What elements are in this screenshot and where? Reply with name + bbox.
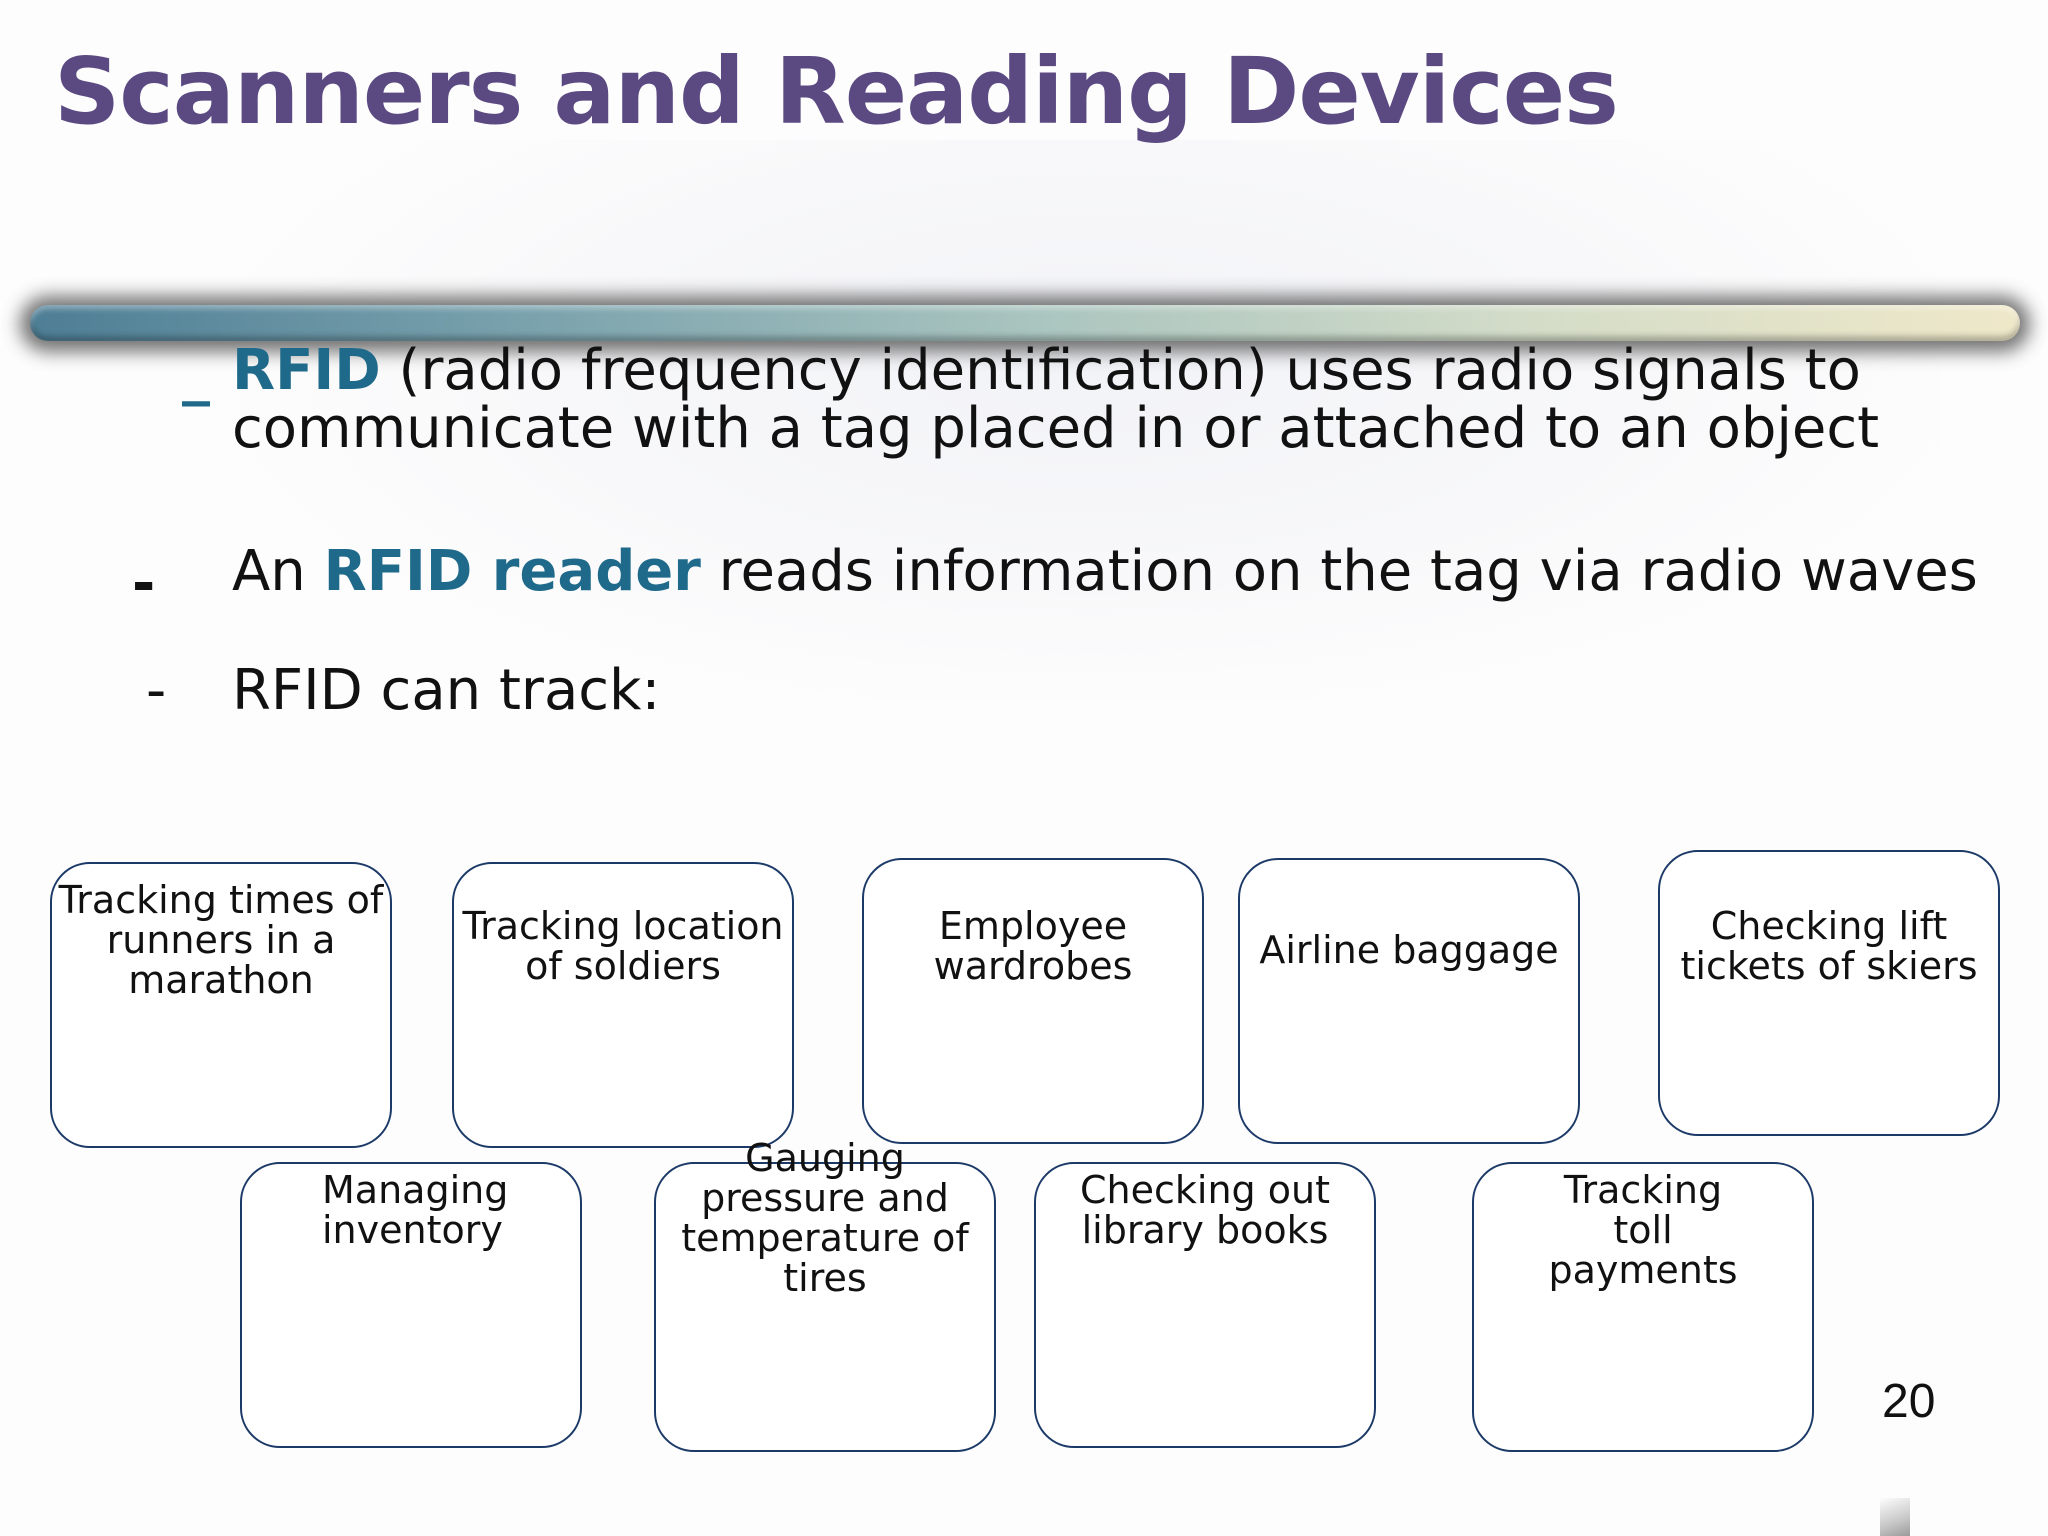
use-case-box: Tracking times of runners in a marathon: [50, 862, 392, 1148]
page-number: 20: [1882, 1375, 1936, 1428]
bullet-text: An: [232, 539, 324, 604]
use-case-label: Gauging pressure and temperature of tire…: [681, 1136, 969, 1300]
use-case-box: Checking lift tickets of skiers: [1658, 850, 2000, 1136]
use-case-box: Tracking location of soldiers: [452, 862, 794, 1148]
use-case-label: Employee wardrobes: [933, 904, 1133, 988]
bullet-line: RFID (radio frequency identification) us…: [232, 342, 1879, 400]
term-rfid-reader: RFID reader: [323, 539, 701, 604]
use-case-label: Tracking toll payments: [1548, 1168, 1738, 1292]
slide-title: Scanners and Reading Devices: [54, 38, 1619, 145]
bullet-line: communicate with a tag placed in or atta…: [232, 396, 1880, 461]
background-glow: [240, 140, 1940, 700]
bullet-rfid-reader: An RFID reader reads information on the …: [232, 543, 1978, 601]
bullet-dash: _: [182, 342, 210, 407]
divider-bar: [30, 305, 2020, 341]
use-case-box: Gauging pressure and temperature of tire…: [654, 1138, 996, 1452]
use-case-box: Managing inventory: [240, 1162, 582, 1448]
use-case-label: Managing inventory: [322, 1168, 509, 1252]
page-corner-shadow: [1880, 1498, 1910, 1536]
bullet-rfid-definition: RFID (radio frequency identification) us…: [232, 342, 1879, 458]
bullet-text: reads information on the tag via radio w…: [700, 539, 1978, 604]
use-case-label: Checking lift tickets of skiers: [1680, 904, 1978, 988]
bullet-text: (radio frequency identification) uses ra…: [380, 338, 1861, 403]
use-case-box: Airline baggage: [1238, 858, 1580, 1144]
use-case-label: Airline baggage: [1259, 928, 1559, 972]
use-case-box: Checking out library books: [1034, 1162, 1376, 1448]
use-case-label: Tracking location of soldiers: [462, 904, 784, 988]
use-case-box: Employee wardrobes: [862, 858, 1204, 1144]
use-case-box: Tracking toll payments: [1472, 1162, 1814, 1452]
use-case-label: Checking out library books: [1080, 1168, 1330, 1252]
term-rfid: RFID: [232, 338, 381, 403]
bullet-dash: -: [146, 658, 167, 723]
bullet-dash: -: [132, 551, 156, 616]
bullet-rfid-track: RFID can track:: [232, 658, 661, 723]
use-case-label: Tracking times of runners in a marathon: [58, 878, 384, 1002]
